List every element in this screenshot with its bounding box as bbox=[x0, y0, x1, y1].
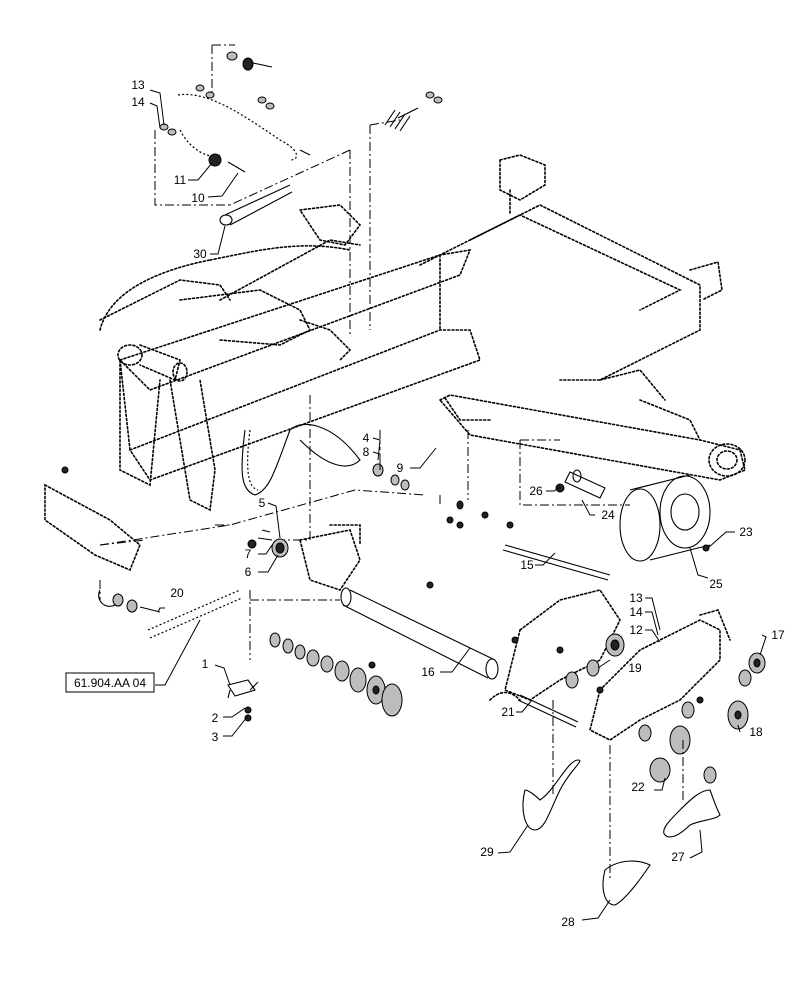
callout-18[interactable]: 18 bbox=[749, 725, 763, 739]
callout-22[interactable]: 22 bbox=[631, 780, 645, 794]
shaft-15 bbox=[502, 544, 611, 581]
callout-25[interactable]: 25 bbox=[709, 577, 723, 591]
reference-box[interactable]: 61.904.AA 04 bbox=[65, 672, 155, 693]
callouts: 13 14 11 10 30 4 8 9 5 7 6 20 1 2 3 16 1… bbox=[131, 78, 785, 929]
callout-21[interactable]: 21 bbox=[501, 705, 515, 719]
callout-14b[interactable]: 14 bbox=[629, 605, 643, 619]
belt-assembly bbox=[99, 395, 426, 660]
roller-16 bbox=[340, 587, 499, 680]
top-linkage bbox=[154, 44, 443, 335]
leader-lines bbox=[149, 89, 767, 921]
callout-23[interactable]: 23 bbox=[739, 525, 753, 539]
callout-27[interactable]: 27 bbox=[671, 850, 685, 864]
pin-24 bbox=[519, 440, 630, 506]
callout-20[interactable]: 20 bbox=[170, 586, 184, 600]
reference-box-frame bbox=[65, 672, 155, 693]
callout-1[interactable]: 1 bbox=[202, 657, 209, 671]
callout-12[interactable]: 12 bbox=[629, 623, 643, 637]
callout-5[interactable]: 5 bbox=[259, 496, 266, 510]
callout-4[interactable]: 4 bbox=[363, 431, 370, 445]
main-frame bbox=[99, 154, 746, 512]
callout-17[interactable]: 17 bbox=[771, 628, 785, 642]
callout-30[interactable]: 30 bbox=[193, 247, 207, 261]
sprockets bbox=[61, 463, 766, 784]
side-plate bbox=[489, 589, 731, 741]
callout-8[interactable]: 8 bbox=[363, 445, 370, 459]
bracket-1 bbox=[227, 679, 259, 699]
callout-2[interactable]: 2 bbox=[212, 711, 219, 725]
callout-14[interactable]: 14 bbox=[131, 95, 145, 109]
callout-7[interactable]: 7 bbox=[245, 547, 252, 561]
callout-15[interactable]: 15 bbox=[520, 558, 534, 572]
callout-11[interactable]: 11 bbox=[174, 173, 187, 187]
callout-28[interactable]: 28 bbox=[561, 915, 575, 929]
callout-13[interactable]: 13 bbox=[131, 78, 145, 92]
callout-3[interactable]: 3 bbox=[212, 730, 219, 744]
callout-24[interactable]: 24 bbox=[601, 508, 615, 522]
callout-26[interactable]: 26 bbox=[529, 484, 543, 498]
callout-29[interactable]: 29 bbox=[480, 845, 494, 859]
belts bbox=[522, 759, 721, 906]
callout-19[interactable]: 19 bbox=[628, 661, 642, 675]
reference-label[interactable]: 61.904.AA 04 bbox=[74, 676, 146, 690]
drum-25 bbox=[619, 474, 711, 562]
callout-13b[interactable]: 13 bbox=[629, 591, 643, 605]
shaft-21 bbox=[517, 694, 579, 728]
left-bracket bbox=[44, 483, 243, 639]
callout-9[interactable]: 9 bbox=[397, 461, 404, 475]
callout-10[interactable]: 10 bbox=[191, 191, 205, 205]
callout-6[interactable]: 6 bbox=[245, 565, 252, 579]
dashed-axes bbox=[379, 430, 684, 880]
callout-16[interactable]: 16 bbox=[421, 665, 435, 679]
